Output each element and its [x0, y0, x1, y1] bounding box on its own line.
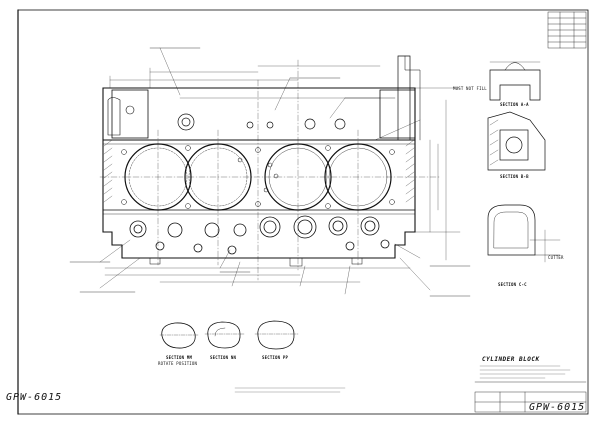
cylinder-block-view	[99, 55, 441, 281]
section-nn-view	[204, 321, 245, 349]
revision-block	[547, 11, 587, 49]
section-pp-view	[254, 320, 299, 350]
section-b-b-label: SECTION B-B	[500, 174, 529, 179]
section-a-a-label: SECTION A-A	[500, 102, 529, 107]
rotate-position-label: ROTATE POSITION	[158, 361, 198, 366]
section-nn-label: SECTION NN	[210, 355, 237, 360]
title-block	[474, 381, 587, 413]
drawing-number-stamp-right: GPW-6015	[529, 402, 586, 413]
section-mm-label: SECTION MM	[166, 355, 193, 360]
leader-lines	[99, 47, 431, 295]
dimension-lines	[104, 65, 461, 283]
drawing-number-stamp-left: GPW-6015	[6, 392, 63, 403]
section-c-c-label: SECTION C-C	[498, 282, 527, 287]
must-not-fill-label: MUST NOT FILL	[453, 86, 487, 91]
section-c-c-view	[487, 204, 561, 263]
drawing-title: CYLINDER BLOCK	[482, 356, 540, 363]
section-a-a-view	[489, 61, 541, 101]
cutter-label: CUTTER	[548, 255, 564, 260]
section-b-b-view	[487, 111, 546, 171]
section-mm-view	[159, 322, 199, 349]
section-pp-label: SECTION PP	[262, 355, 289, 360]
